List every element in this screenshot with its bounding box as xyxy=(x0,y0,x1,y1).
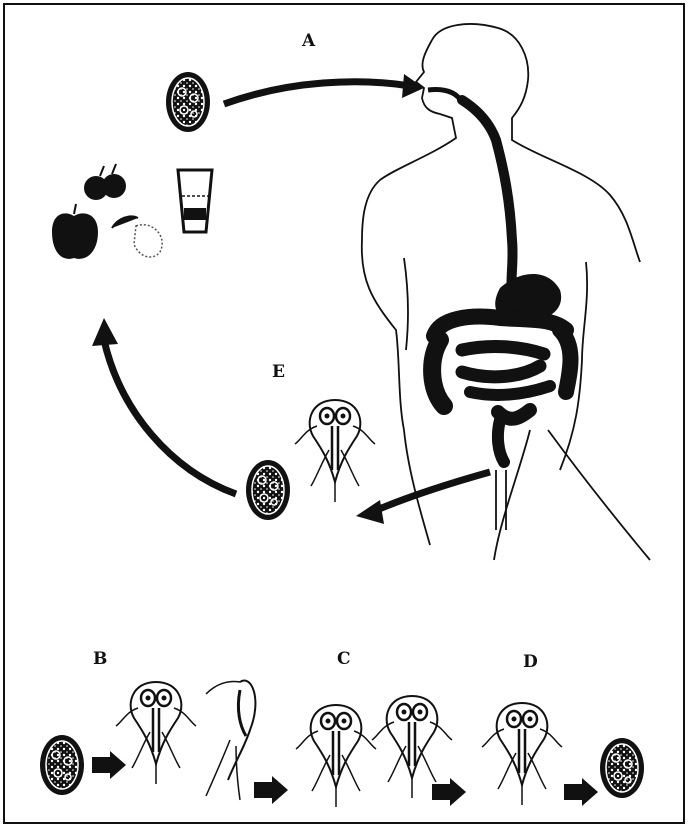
label-c: C xyxy=(337,649,351,669)
arrow-icon xyxy=(432,778,466,806)
arrow-icon xyxy=(92,751,126,779)
trophozoite-icon xyxy=(296,705,376,807)
fruit-icon xyxy=(52,164,162,259)
trophozoite-icon xyxy=(206,681,255,800)
trophozoite-icon xyxy=(482,703,562,805)
arrow-icon xyxy=(254,776,288,804)
trophozoite-icon xyxy=(372,696,452,798)
cycle-arrow-return xyxy=(92,318,236,494)
trophozoite-icon xyxy=(295,400,375,502)
cyst-icon xyxy=(166,72,210,132)
label-e: E xyxy=(272,362,285,382)
label-d: D xyxy=(523,652,538,672)
water-glass-icon xyxy=(178,170,212,232)
cycle-arrow-excretion xyxy=(356,472,490,524)
cyst-icon xyxy=(246,460,290,520)
cyst-icon xyxy=(600,738,644,798)
trophozoite-icon xyxy=(116,682,196,784)
cycle-arrow-ingestion xyxy=(224,74,424,104)
label-b: B xyxy=(93,649,107,669)
cyst-icon xyxy=(40,735,84,795)
arrow-icon xyxy=(564,778,598,806)
label-a: A xyxy=(301,31,316,51)
digestive-tract-icon xyxy=(428,90,571,463)
